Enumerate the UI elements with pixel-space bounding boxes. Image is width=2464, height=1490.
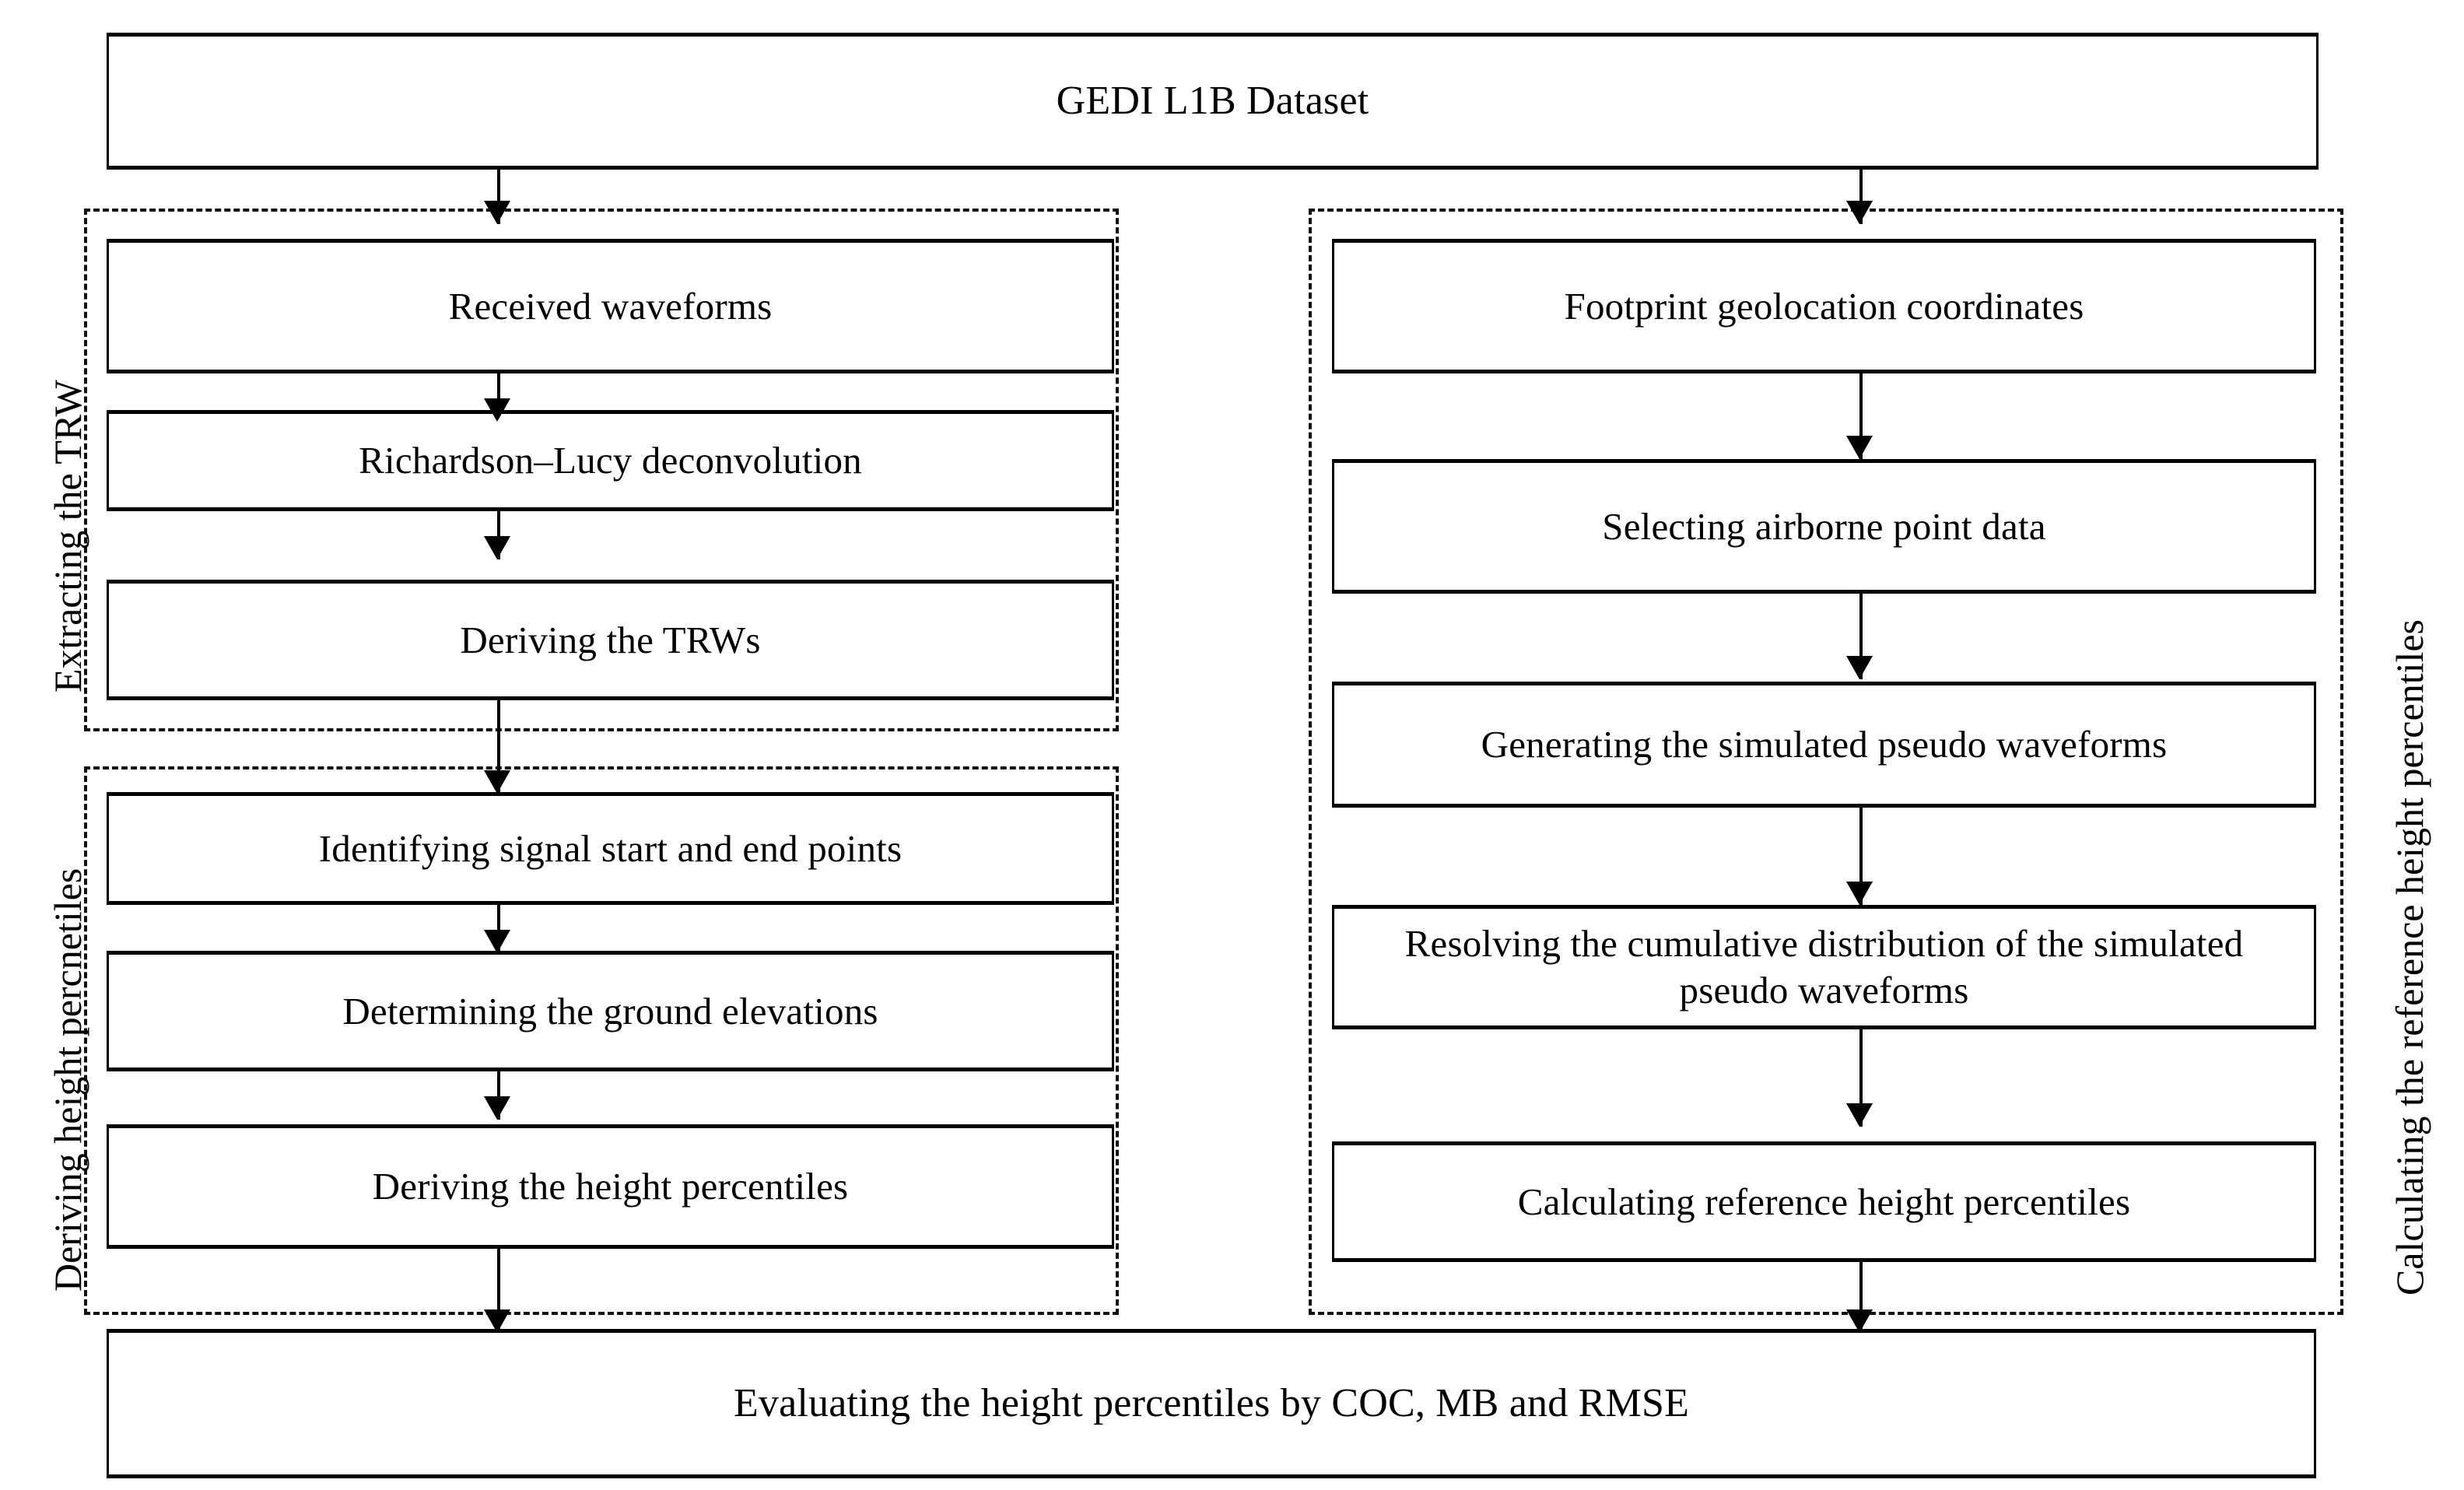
side-label-calculating-reference-height-percentiles: Calculating the reference height percent… [2388, 619, 2431, 1295]
arrowhead-cumulative-distribution-to-reference-percentiles [1846, 1103, 1873, 1127]
box-deriving-the-trws: Deriving the TRWs [107, 580, 1114, 700]
connector-trws-to-signal-points [497, 700, 500, 794]
connector-deconvolution-to-trws [497, 511, 500, 559]
arrowhead-left-to-evaluation [484, 1309, 510, 1333]
box-label: Resolving the cumulative distribution of… [1404, 922, 2244, 1011]
arrowhead-top-to-received-waveforms [484, 201, 510, 224]
box-label: Determining the ground elevations [342, 989, 878, 1032]
box-label: Received waveforms [448, 284, 773, 328]
box-label: Identifying signal start and end points [318, 826, 903, 870]
box-label: Generating the simulated pseudo waveform… [1481, 723, 2168, 766]
box-received-waveforms: Received waveforms [107, 239, 1114, 373]
box-label: GEDI L1B Dataset [1056, 79, 1369, 124]
box-label: Richardson–Lucy deconvolution [359, 439, 862, 482]
arrowhead-trws-to-signal-points [484, 770, 510, 794]
box-selecting-airborne-point-data: Selecting airborne point data [1332, 459, 2316, 594]
box-identifying-signal-start-and-end-points: Identifying signal start and end points [107, 792, 1114, 905]
box-calculating-reference-height-percentiles: Calculating reference height percentiles [1332, 1141, 2316, 1262]
box-gedi-l1b-dataset: GEDI L1B Dataset [107, 33, 2319, 170]
group-frame-extracting-the-trw [84, 209, 1119, 731]
connector-pseudo-waveforms-to-cumulative-distribution [1859, 808, 1863, 905]
box-determining-the-ground-elevations: Determining the ground elevations [107, 951, 1114, 1071]
box-resolving-the-cumulative-distribution: Resolving the cumulative distribution of… [1332, 905, 2316, 1029]
connector-top-to-received-waveforms [497, 170, 500, 224]
box-deriving-the-height-percentiles: Deriving the height percentiles [107, 1124, 1114, 1249]
arrowhead-top-to-footprint-geolocation [1846, 201, 1873, 224]
box-footprint-geolocation-coordinates: Footprint geolocation coordinates [1332, 239, 2316, 373]
box-generating-the-simulated-pseudo-waveforms: Generating the simulated pseudo waveform… [1332, 682, 2316, 808]
connector-airborne-to-simulated-pseudo-waveforms [1859, 594, 1863, 679]
connector-ground-elevations-to-height-percentiles [497, 1071, 500, 1120]
arrowhead-pseudo-waveforms-to-cumulative-distribution [1846, 882, 1873, 905]
arrowhead-received-to-deconvolution [484, 398, 510, 422]
side-label-extracting-the-trw: Extracting the TRW [46, 380, 89, 692]
arrowhead-airborne-to-simulated-pseudo-waveforms [1846, 656, 1873, 679]
box-label: Selecting airborne point data [1602, 504, 2046, 548]
arrowhead-signal-points-to-ground-elevations [484, 930, 510, 953]
arrowhead-deconvolution-to-trws [484, 536, 510, 559]
connector-footprint-to-airborne-point-data [1859, 373, 1863, 459]
group-frame-deriving-height-percnetiles [84, 766, 1119, 1315]
arrowhead-right-to-evaluation [1846, 1309, 1873, 1333]
box-label: Footprint geolocation coordinates [1564, 284, 2084, 328]
box-label: Deriving the height percentiles [372, 1165, 849, 1208]
box-label: Calculating reference height percentiles [1517, 1180, 2131, 1223]
connector-left-to-evaluation [497, 1249, 500, 1334]
connector-cumulative-distribution-to-reference-percentiles [1859, 1029, 1863, 1127]
arrowhead-footprint-to-airborne-point-data [1846, 436, 1873, 459]
group-frame-calculating-reference-height-percentiles [1309, 209, 2343, 1315]
side-label-deriving-height-percnetiles: Deriving height percnetiles [46, 868, 89, 1292]
box-evaluating-height-percentiles: Evaluating the height percentiles by COC… [107, 1329, 2316, 1478]
box-label: Evaluating the height percentiles by COC… [733, 1381, 1690, 1426]
connector-signal-points-to-ground-elevations [497, 905, 500, 953]
box-label: Deriving the TRWs [460, 618, 761, 661]
box-richardson-lucy-deconvolution: Richardson–Lucy deconvolution [107, 410, 1114, 511]
connector-received-to-deconvolution [497, 373, 500, 422]
connector-right-to-evaluation [1859, 1262, 1863, 1336]
connector-top-to-footprint-geolocation [1859, 170, 1863, 224]
arrowhead-ground-elevations-to-height-percentiles [484, 1096, 510, 1120]
